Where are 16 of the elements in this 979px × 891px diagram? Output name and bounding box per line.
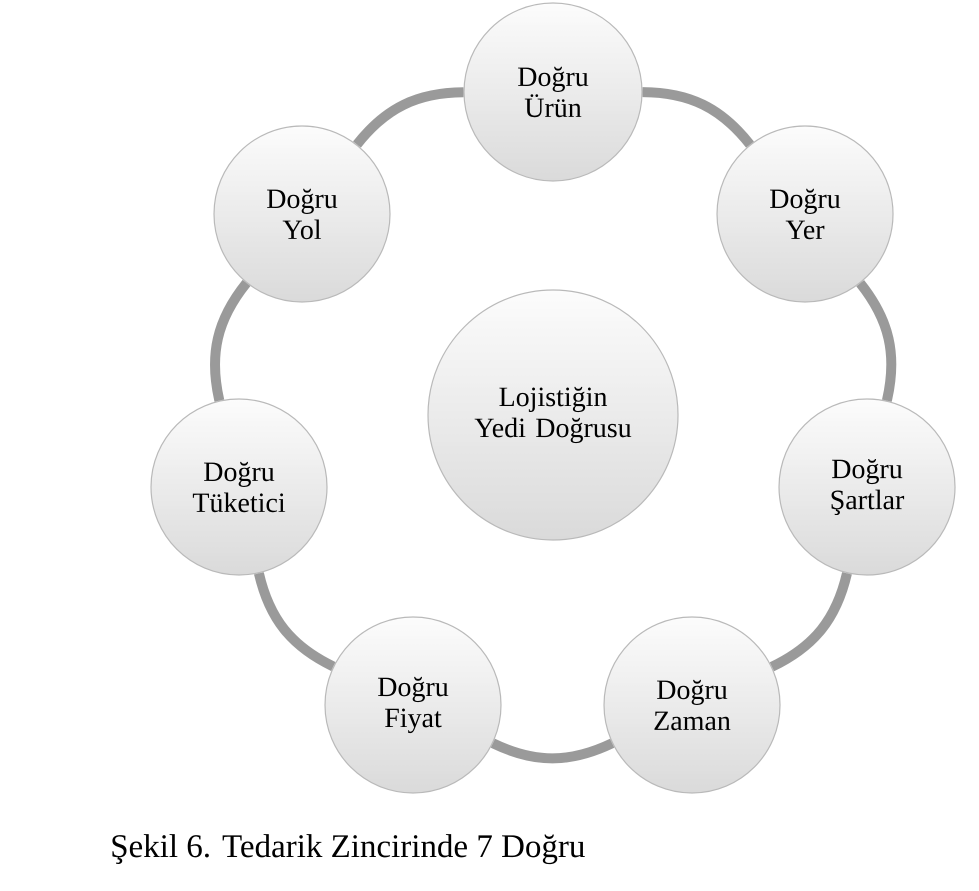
circle-node: Doğru Zaman — [603, 616, 781, 794]
circle-node: Doğru Tüketici — [150, 398, 328, 576]
ring-segment — [642, 87, 754, 148]
circle-node: Doğru Yol — [213, 125, 391, 303]
ring-segment — [490, 738, 614, 764]
circle-node: Doğru Fiyat — [324, 616, 502, 794]
circle-node: Doğru Yer — [716, 125, 894, 303]
caption: Şekil 6. Tedarik Zincirinde 7 Doğru — [112, 834, 585, 864]
circle-node: Lojistiğin Yedi Doğrusu — [427, 289, 679, 541]
ring-segment — [210, 280, 250, 402]
circle-node: Doğru Ürün — [463, 2, 643, 182]
ring-segment — [254, 572, 336, 671]
circle-node: Doğru Şartlar — [778, 398, 956, 576]
ring-segment — [770, 572, 852, 672]
ring-segment — [353, 87, 464, 148]
ring-segment — [856, 280, 896, 402]
